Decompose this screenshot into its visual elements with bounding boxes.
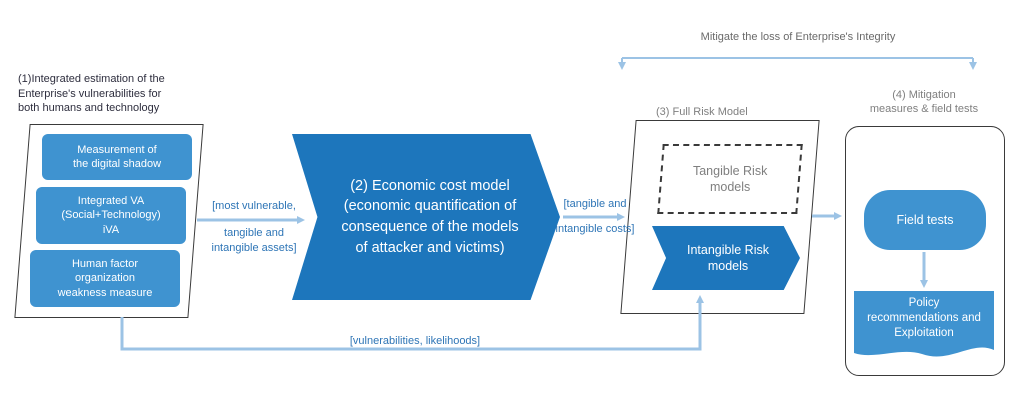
stage4-policy-label: Policy recommendations and Exploitation [867, 297, 981, 339]
stage1-box-integrated-va: Integrated VA (Social+Technology) iVA [36, 187, 186, 244]
stage2-economic-cost-model: (2) Economic cost model (economic quanti… [292, 134, 560, 300]
stage3-tangible-label: Tangible Risk models [692, 163, 768, 194]
document-shape [854, 291, 994, 357]
stage1-box-human-factor: Human factor organization weakness measu… [30, 250, 180, 307]
stage3-tangible-risk-box: Tangible Risk models [657, 144, 803, 214]
edge2-label-top: [tangible and [563, 198, 627, 210]
stage4-field-tests-box: Field tests [864, 190, 986, 250]
edge2-label-bottom: intangible costs] [555, 223, 635, 235]
mitigation-note: Mitigate the loss of Enterprise's Integr… [700, 31, 896, 43]
stage3-intangible-label: Intangible Risk models [687, 242, 769, 273]
stage1-box-digital-shadow: Measurement of the digital shadow [42, 134, 192, 180]
document-shape-path [854, 291, 994, 357]
feedback-label: [vulnerabilities, likelihoods] [349, 335, 481, 347]
stage3-intangible-risk-box: Intangible Risk models [652, 226, 800, 290]
stage4-title: (4) Mitigation measures & field tests [869, 89, 979, 116]
stage1-title: (1)Integrated estimation of the Enterpri… [18, 73, 165, 115]
stage4-policy-document: Policy recommendations and Exploitation [854, 290, 994, 364]
stage2-label: (2) Economic cost model (economic quanti… [341, 177, 519, 256]
edge1-label-top: [most vulnerable, [212, 200, 296, 212]
edge1-label-bottom: tangible and intangible assets] [211, 227, 297, 254]
stage3-title: (3) Full Risk Model [656, 106, 748, 118]
